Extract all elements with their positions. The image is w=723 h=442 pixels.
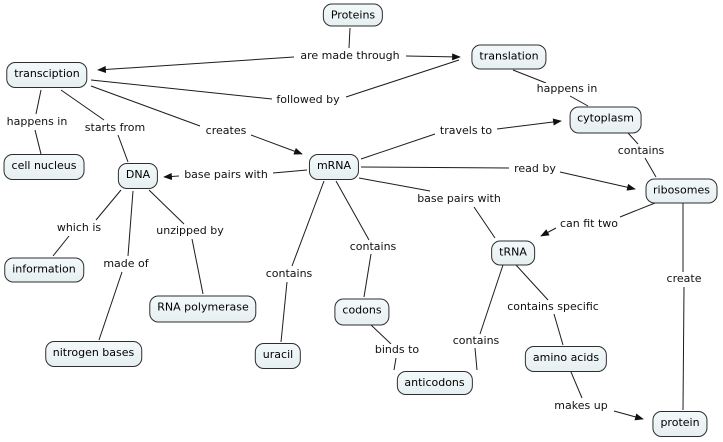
edge-segment [393, 357, 397, 371]
edge-segment [363, 253, 372, 298]
edge-segment [515, 264, 549, 301]
edge-label-happens-in-left[interactable]: happens in [5, 115, 69, 128]
edge-segment [90, 79, 273, 100]
edge-segment [35, 89, 42, 115]
edge-segment [127, 190, 134, 257]
node-transciption[interactable]: transciption [6, 62, 88, 88]
node-codons[interactable]: codons [334, 298, 390, 325]
node-trna[interactable]: tRNA [491, 240, 535, 265]
edge-segment [345, 59, 460, 98]
edge-segment [52, 235, 70, 257]
edge-segment [559, 171, 636, 191]
edge-segment [553, 313, 564, 346]
node-translation[interactable]: translation [471, 44, 547, 69]
edge-segment [95, 189, 122, 221]
edge-segment [148, 189, 185, 225]
edge-segment [473, 206, 496, 239]
edge-segment [682, 286, 685, 411]
edge-segment [60, 89, 105, 121]
node-protein[interactable]: protein [652, 411, 708, 437]
node-uracil[interactable]: uracil [254, 343, 302, 369]
edge-segment [474, 347, 478, 371]
edge-segment [479, 264, 504, 335]
edge-label-happens-in-right[interactable]: happens in [535, 82, 599, 95]
edge-segment [191, 238, 204, 295]
edge-label-followed-by[interactable]: followed by [275, 93, 341, 106]
edge-segment [280, 281, 288, 343]
node-ribosomes[interactable]: ribosomes [645, 178, 718, 203]
edge-segment [570, 371, 583, 399]
edge-label-contains-codons[interactable]: contains [348, 240, 398, 253]
edge-segment [98, 271, 123, 341]
edge-label-unzipped-by[interactable]: unzipped by [155, 224, 225, 237]
node-amino-acids[interactable]: amino acids [524, 346, 608, 372]
edge-segment [496, 118, 562, 130]
node-dna[interactable]: DNA [117, 163, 159, 189]
edge-label-contains-specific[interactable]: contains specific [506, 300, 600, 313]
edge-segment [358, 177, 431, 192]
edge-segment [405, 53, 461, 61]
edge-label-which-is[interactable]: which is [55, 221, 103, 234]
edge-segment [569, 95, 589, 107]
edge-label-travels-to[interactable]: travels to [438, 124, 494, 137]
edge-segment [250, 134, 303, 155]
edge-label-read-by[interactable]: read by [513, 162, 557, 175]
edge-segment [90, 85, 201, 127]
edge-label-can-fit-two[interactable]: can fit two [558, 217, 620, 230]
edge-label-base-pairs-with-trna[interactable]: base pairs with [416, 192, 502, 205]
edge-label-contains-ribosomes[interactable]: contains [616, 144, 666, 157]
edge-segment [97, 56, 295, 73]
edge-segment [369, 323, 392, 345]
node-nitrogen-bases[interactable]: nitrogen bases [44, 341, 143, 367]
edge-segment [627, 132, 639, 145]
edge-segment [540, 227, 557, 237]
edge-segment [644, 157, 657, 178]
node-cytoplasm[interactable]: cytoplasm [569, 106, 642, 133]
edge-segment [272, 169, 308, 174]
edge-label-binds-to[interactable]: binds to [373, 343, 421, 356]
node-cell-nucleus[interactable]: cell nucleus [3, 154, 85, 180]
edge-segment [348, 27, 351, 49]
edge-segment [512, 69, 547, 84]
edge-segment [619, 202, 656, 218]
node-information[interactable]: information [4, 257, 84, 282]
edge-segment [360, 133, 436, 160]
node-rna-polymerase[interactable]: RNA polymerase [149, 295, 257, 322]
edge-segment [117, 134, 129, 163]
edge-label-creates[interactable]: creates [204, 124, 248, 137]
edge-segment [335, 180, 370, 241]
edge-segment [360, 166, 510, 169]
edge-segment [163, 172, 180, 180]
edge-segment [613, 410, 644, 421]
node-mrna[interactable]: mRNA [308, 154, 360, 180]
edge-label-made-of[interactable]: made of [102, 257, 150, 270]
edge-label-create[interactable]: create [665, 272, 703, 285]
edge-label-starts-from[interactable]: starts from [83, 121, 147, 134]
edge-label-are-made-through[interactable]: are made through [299, 49, 401, 62]
edge-label-base-pairs-with-dna[interactable]: base pairs with [183, 168, 269, 181]
edge-segment [291, 180, 325, 267]
edge-segment [34, 129, 42, 155]
edge-label-makes-up[interactable]: makes up [553, 399, 609, 412]
node-proteins[interactable]: Proteins [322, 3, 384, 26]
node-anticodons[interactable]: anticodons [396, 371, 473, 395]
edge-label-contains-anticodons[interactable]: contains [451, 334, 501, 347]
edge-label-contains-uracil[interactable]: contains [264, 267, 314, 280]
